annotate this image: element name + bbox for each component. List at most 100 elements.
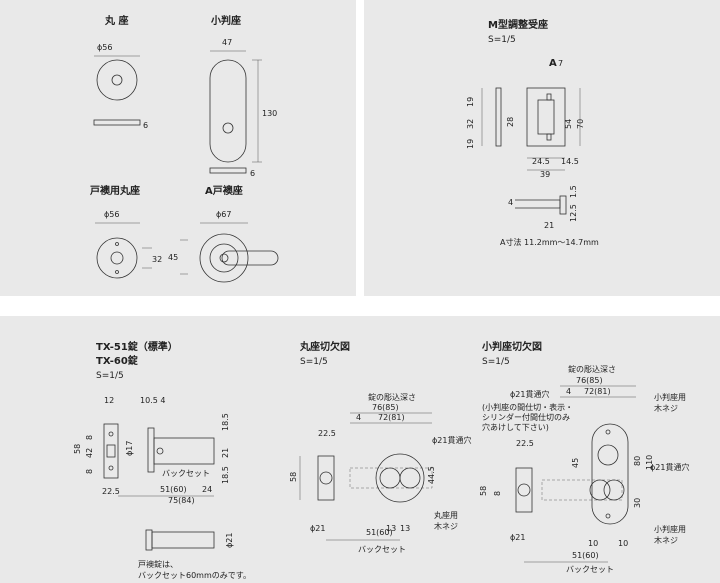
m-type-note: A寸法 11.2mm～14.7mm bbox=[500, 237, 599, 247]
tx-scale: S=1/5 bbox=[96, 371, 124, 381]
maru-cutout-d13a: 13 bbox=[386, 524, 396, 533]
koban-cutout-backset: バックセット bbox=[566, 565, 614, 574]
tobusuma-maru-za-drawing: 戸襖用丸座 ϕ56 32 bbox=[90, 184, 162, 279]
koban-za-w-label: 47 bbox=[222, 38, 232, 47]
a-tobusuma-za-h-label: 45 bbox=[168, 253, 178, 262]
maru-cutout-screw2: 木ネジ bbox=[434, 521, 458, 531]
m-type-h19b: 19 bbox=[466, 139, 475, 149]
koban-cutout-d72-81: 72(81) bbox=[584, 387, 611, 396]
maru-cutout-d58: 58 bbox=[289, 472, 298, 482]
koban-za-cutout-drawing: 小判座切欠図 S=1/5 錠の彫込深さ 76(85) 4 72(81) ϕ21貫… bbox=[479, 340, 689, 574]
m-type-title: M型調整受座 bbox=[488, 18, 548, 31]
tx-lock-drawing: TX-51錠（標準） TX-60錠 S=1/5 12 10.5 4 58 8 4… bbox=[73, 340, 251, 580]
m-type-h28: 28 bbox=[506, 117, 515, 127]
koban-cutout-screw-top2: 木ネジ bbox=[654, 403, 678, 413]
maru-za-thk-label: 6 bbox=[143, 121, 148, 130]
koban-cutout-hole-note1: (小判座の間仕切・表示・ bbox=[482, 402, 573, 412]
tx-d10-5-4: 10.5 4 bbox=[140, 396, 165, 405]
tobusuma-maru-za-title: 戸襖用丸座 bbox=[90, 184, 140, 197]
maru-za-dia-label: ϕ56 bbox=[97, 43, 112, 52]
maru-cutout-d44-5: 44.5 bbox=[427, 466, 436, 484]
tx-d8a: 8 bbox=[85, 435, 94, 440]
tx51-title: TX-51錠（標準） bbox=[96, 340, 178, 353]
m-type-w14-5: 14.5 bbox=[561, 157, 579, 166]
koban-cutout-d45: 45 bbox=[571, 458, 580, 468]
koban-cutout-d10a: 10 bbox=[588, 539, 598, 548]
koban-cutout-hole-right: ϕ21貫通穴 bbox=[650, 462, 689, 472]
koban-cutout-hole-note3: 穴あけして下さい) bbox=[482, 422, 549, 432]
maru-cutout-d21: ϕ21 bbox=[310, 524, 325, 533]
maru-cutout-depth: 錠の彫込深さ bbox=[368, 392, 416, 402]
koban-cutout-d21: ϕ21 bbox=[510, 533, 525, 542]
koban-cutout-hole: ϕ21貫通穴 bbox=[510, 389, 549, 399]
koban-cutout-d8: 8 bbox=[493, 491, 502, 496]
koban-cutout-scale: S=1/5 bbox=[482, 357, 510, 367]
koban-za-thk-label: 6 bbox=[250, 169, 255, 178]
tx-d18-5a: 18.5 bbox=[221, 413, 230, 431]
maru-cutout-scale: S=1/5 bbox=[300, 357, 328, 367]
koban-cutout-d10b: 10 bbox=[618, 539, 628, 548]
koban-cutout-screw-top1: 小判座用 bbox=[654, 392, 686, 402]
koban-cutout-hole-note2: シリンダー付間仕切のみ bbox=[482, 412, 570, 422]
maru-cutout-hole: ϕ21貫通穴 bbox=[432, 435, 471, 445]
maru-cutout-backset: バックセット bbox=[358, 545, 406, 554]
koban-cutout-d22-5: 22.5 bbox=[516, 439, 534, 448]
a-tobusuma-za-drawing: A戸襖座 ϕ67 45 bbox=[168, 184, 279, 283]
koban-cutout-d51-60: 51(60) bbox=[572, 551, 599, 560]
tx-d58: 58 bbox=[73, 444, 82, 454]
maru-cutout-d4: 4 bbox=[356, 413, 361, 422]
tx-d21b: ϕ21 bbox=[225, 533, 234, 548]
koban-za-title: 小判座 bbox=[210, 14, 241, 27]
tx-d8b: 8 bbox=[85, 469, 94, 474]
tx-d12: 12 bbox=[104, 396, 114, 405]
tx-d42: 42 bbox=[85, 448, 94, 458]
maru-cutout-screw1: 丸座用 bbox=[434, 510, 458, 520]
tx-backset-label: バックセット bbox=[162, 469, 210, 478]
tx-d75-84: 75(84) bbox=[168, 496, 195, 505]
koban-cutout-d58: 58 bbox=[479, 486, 488, 496]
tx-note2: バックセット60mmのみです。 bbox=[138, 571, 251, 580]
maru-za-title: 丸 座 bbox=[104, 14, 128, 27]
koban-cutout-title: 小判座切欠図 bbox=[481, 340, 542, 353]
m-type-h19a: 19 bbox=[466, 97, 475, 107]
maru-za-drawing: 丸 座 ϕ56 6 bbox=[93, 14, 148, 130]
maru-cutout-title: 丸座切欠図 bbox=[299, 340, 350, 353]
maru-cutout-d13b: 13 bbox=[400, 524, 410, 533]
panel-top-right bbox=[364, 0, 720, 296]
koban-cutout-d76-85: 76(85) bbox=[576, 376, 603, 385]
m-type-scale: S=1/5 bbox=[488, 35, 516, 45]
panel-top-left bbox=[0, 0, 356, 296]
koban-za-h-label: 130 bbox=[262, 109, 277, 118]
tx-note1: 戸襖錠は、 bbox=[138, 559, 178, 569]
koban-za-drawing: 小判座 47 130 6 bbox=[209, 14, 277, 178]
m-type-w39: 39 bbox=[540, 170, 550, 179]
a-tobusuma-za-title: A戸襖座 bbox=[205, 184, 243, 197]
m-type-w24-5: 24.5 bbox=[532, 157, 550, 166]
m-type-d21: 21 bbox=[544, 221, 554, 230]
m-type-d12-5: 12.5 bbox=[569, 204, 578, 222]
koban-cutout-d30: 30 bbox=[633, 498, 642, 508]
m-type-d4: 4 bbox=[508, 198, 513, 207]
a-tobusuma-za-dia-label: ϕ67 bbox=[216, 210, 231, 219]
tobusuma-maru-za-dia-label: ϕ56 bbox=[104, 210, 119, 219]
tobusuma-maru-za-h-label: 32 bbox=[152, 255, 162, 264]
tx-d24: 24 bbox=[202, 485, 212, 494]
m-type-d1-5: 1.5 bbox=[569, 185, 578, 198]
tx-d21: 21 bbox=[221, 448, 230, 458]
m-type-a-label: A bbox=[549, 58, 557, 69]
tx-d18-5b: 18.5 bbox=[221, 466, 230, 484]
m-type-a7: 7 bbox=[558, 59, 563, 68]
maru-cutout-d72-81: 72(81) bbox=[378, 413, 405, 422]
m-type-receiver-drawing: M型調整受座 S=1/5 A 7 19 32 19 28 54 70 24.5 … bbox=[466, 18, 599, 247]
maru-cutout-d76-85: 76(85) bbox=[372, 403, 399, 412]
m-type-h54: 54 bbox=[564, 119, 573, 129]
maru-cutout-d51-60: 51(60) bbox=[366, 528, 393, 537]
koban-cutout-d110: 110 bbox=[645, 455, 654, 470]
koban-cutout-d80: 80 bbox=[633, 456, 642, 466]
m-type-h32: 32 bbox=[466, 119, 475, 129]
tx-d17: ϕ17 bbox=[125, 441, 134, 456]
maru-cutout-d22-5: 22.5 bbox=[318, 429, 336, 438]
koban-cutout-screw-bot1: 小判座用 bbox=[654, 524, 686, 534]
tx-d51-60: 51(60) bbox=[160, 485, 187, 494]
